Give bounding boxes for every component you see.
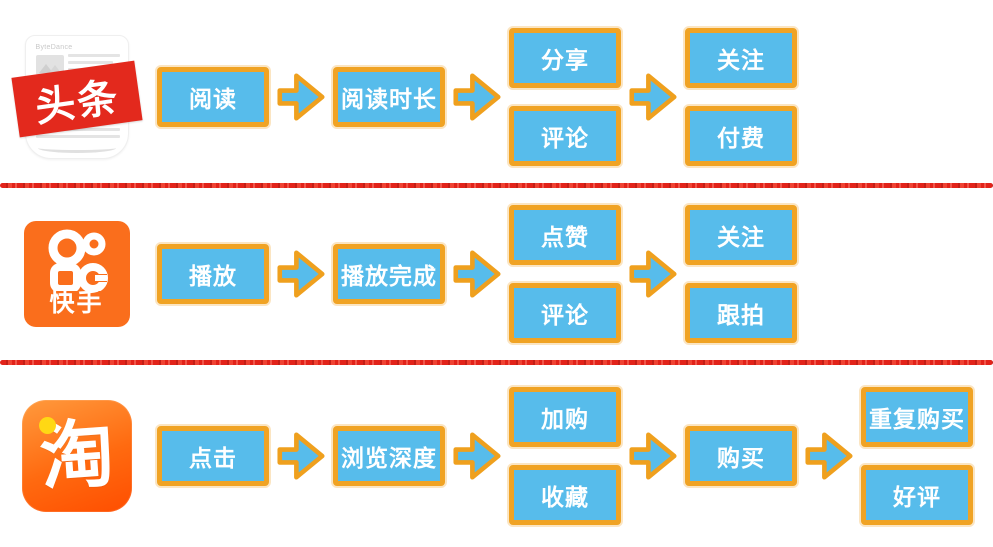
stage-pair: 加购 收藏 [509, 387, 621, 525]
flow-arrow-icon [277, 432, 325, 480]
toutiao-wordmark: 头条 [33, 74, 121, 131]
flow-arrow-icon [629, 250, 677, 298]
stage-box-click: 点击 [157, 426, 269, 486]
stage-label: 评论 [541, 124, 589, 151]
newspaper-curve [37, 143, 116, 153]
stage-box-good-review: 好评 [861, 465, 973, 525]
stage-box-pay: 付费 [685, 105, 797, 166]
stage-label: 关注 [717, 46, 765, 73]
flow-arrow-icon [629, 72, 677, 121]
stage-pair: 关注 付费 [685, 27, 797, 166]
stage-box-like: 点赞 [509, 205, 621, 265]
kuaishou-app-icon: 快手 [23, 221, 130, 327]
stage-label: 好评 [893, 484, 941, 510]
stage-label: 购买 [717, 445, 765, 471]
bytedance-label: ByteDance [35, 43, 73, 51]
stage-label: 跟拍 [717, 302, 765, 328]
stage-box-follow: 关注 [685, 27, 797, 88]
stage-box-comment: 评论 [509, 283, 621, 343]
toutiao-logo: ByteDance 头条 [10, 31, 143, 163]
flow-kuaishou: 播放 播放完成 点赞 评论 关注 跟拍 [157, 205, 797, 343]
stage-label: 浏览深度 [341, 445, 437, 471]
stage-pair: 点赞 评论 [509, 205, 621, 343]
row-divider [0, 360, 993, 365]
stage-box-comment: 评论 [509, 105, 621, 166]
toutiao-app-icon: ByteDance 头条 [10, 31, 143, 163]
taobao-logo: 淘 [18, 400, 135, 512]
stage-box-read: 阅读 [157, 66, 269, 127]
stage-box-follow: 关注 [685, 205, 797, 265]
funnel-row-taobao: 淘 点击 浏览深度 加购 收藏 购买 [0, 365, 993, 547]
flow-arrow-icon [453, 72, 501, 121]
stage-label: 阅读时长 [341, 85, 437, 112]
flow-arrow-icon [629, 432, 677, 480]
stage-box-browse-depth: 浏览深度 [333, 426, 445, 486]
funnel-row-toutiao: ByteDance 头条 阅读 阅读时长 [0, 0, 993, 183]
flow-arrow-icon [805, 432, 853, 480]
flow-arrow-icon [277, 72, 325, 121]
taobao-yellow-dot [38, 417, 56, 434]
kuaishou-logo: 快手 [18, 221, 135, 327]
stage-label: 阅读 [189, 85, 237, 112]
kuaishou-wordmark: 快手 [49, 289, 104, 317]
flow-arrow-icon [453, 250, 501, 298]
stage-pair: 重复购买 好评 [861, 387, 973, 525]
stage-box-play-complete: 播放完成 [333, 244, 445, 304]
stage-label: 收藏 [541, 484, 589, 510]
newspaper-image-placeholder [35, 54, 64, 75]
stage-label: 加购 [541, 406, 589, 432]
funnel-row-kuaishou: 快手 播放 播放完成 点赞 评论 关注 [0, 188, 993, 360]
stage-pair: 关注 跟拍 [685, 205, 797, 343]
flow-taobao: 点击 浏览深度 加购 收藏 购买 重复购买 [157, 387, 973, 525]
stage-label: 分享 [541, 46, 589, 73]
flow-arrow-icon [453, 432, 501, 480]
stage-label: 重复购买 [869, 406, 965, 432]
stage-box-favorite: 收藏 [509, 465, 621, 525]
stage-label: 付费 [717, 124, 765, 151]
stage-box-repeat-purchase: 重复购买 [861, 387, 973, 447]
stage-box-purchase: 购买 [685, 426, 797, 486]
stage-label: 播放 [189, 263, 237, 289]
stage-pair: 分享 评论 [509, 27, 621, 166]
row-divider [0, 183, 993, 188]
stage-label: 点击 [189, 445, 237, 471]
stage-label: 关注 [717, 224, 765, 250]
stage-label: 点赞 [541, 224, 589, 250]
taobao-app-icon: 淘 [21, 400, 132, 512]
kuaishou-camera-icon [48, 229, 108, 291]
flow-arrow-icon [277, 250, 325, 298]
stage-box-share: 分享 [509, 27, 621, 88]
stage-box-read-duration: 阅读时长 [333, 66, 445, 127]
stage-box-play: 播放 [157, 244, 269, 304]
stage-box-add-to-cart: 加购 [509, 387, 621, 447]
stage-label: 播放完成 [341, 263, 437, 289]
flow-toutiao: 阅读 阅读时长 分享 评论 关注 付费 [157, 27, 797, 166]
stage-label: 评论 [541, 302, 589, 328]
stage-box-duet: 跟拍 [685, 283, 797, 343]
